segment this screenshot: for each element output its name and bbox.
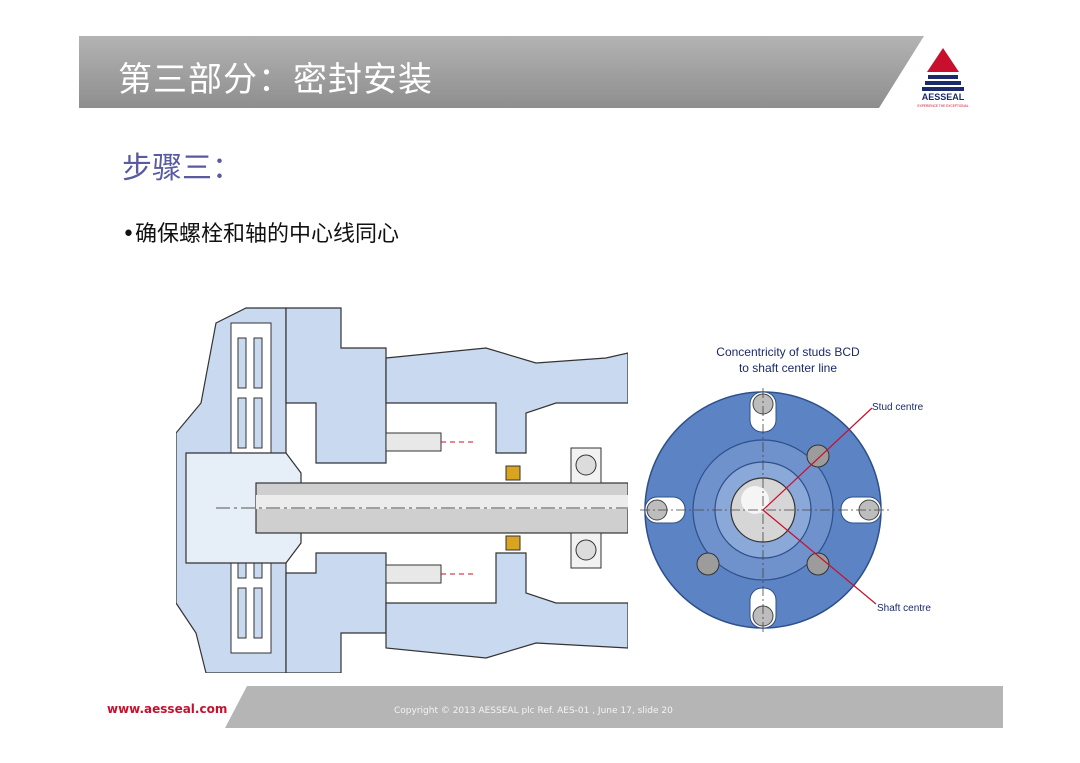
logo-wordmark: AESSEAL (922, 92, 965, 102)
pump-cross-section-diagram (176, 303, 628, 673)
stud-centre-label: Stud centre (872, 402, 924, 413)
footer-url[interactable]: www.aesseal.com (107, 702, 228, 716)
footer-copyright: Copyright © 2013 AESSEAL plc Ref. AES-01… (394, 706, 673, 716)
header-band (79, 36, 924, 108)
stud-hole (806, 444, 830, 468)
bullet-point: •确保螺栓和轴的中心线同心 (122, 222, 399, 247)
aesseal-logo: AESSEAL EXPERIENCE THE EXCEPTIONAL (918, 48, 969, 108)
slide-title: 第三部分：密封安装 (118, 60, 433, 100)
shaft-centre-label: Shaft centre (877, 603, 931, 614)
footer-band (225, 686, 1003, 728)
diagram-caption-line2: to shaft center line (739, 361, 837, 375)
diagram-caption-line1: Concentricity of studs BCD (716, 345, 860, 359)
logo-triangle-icon (927, 48, 959, 72)
step-heading: 步骤三： (122, 151, 242, 186)
logo-tagline: EXPERIENCE THE EXCEPTIONAL (918, 104, 969, 108)
flange-concentricity-diagram: Concentricity of studs BCD to shaft cent… (640, 345, 931, 633)
